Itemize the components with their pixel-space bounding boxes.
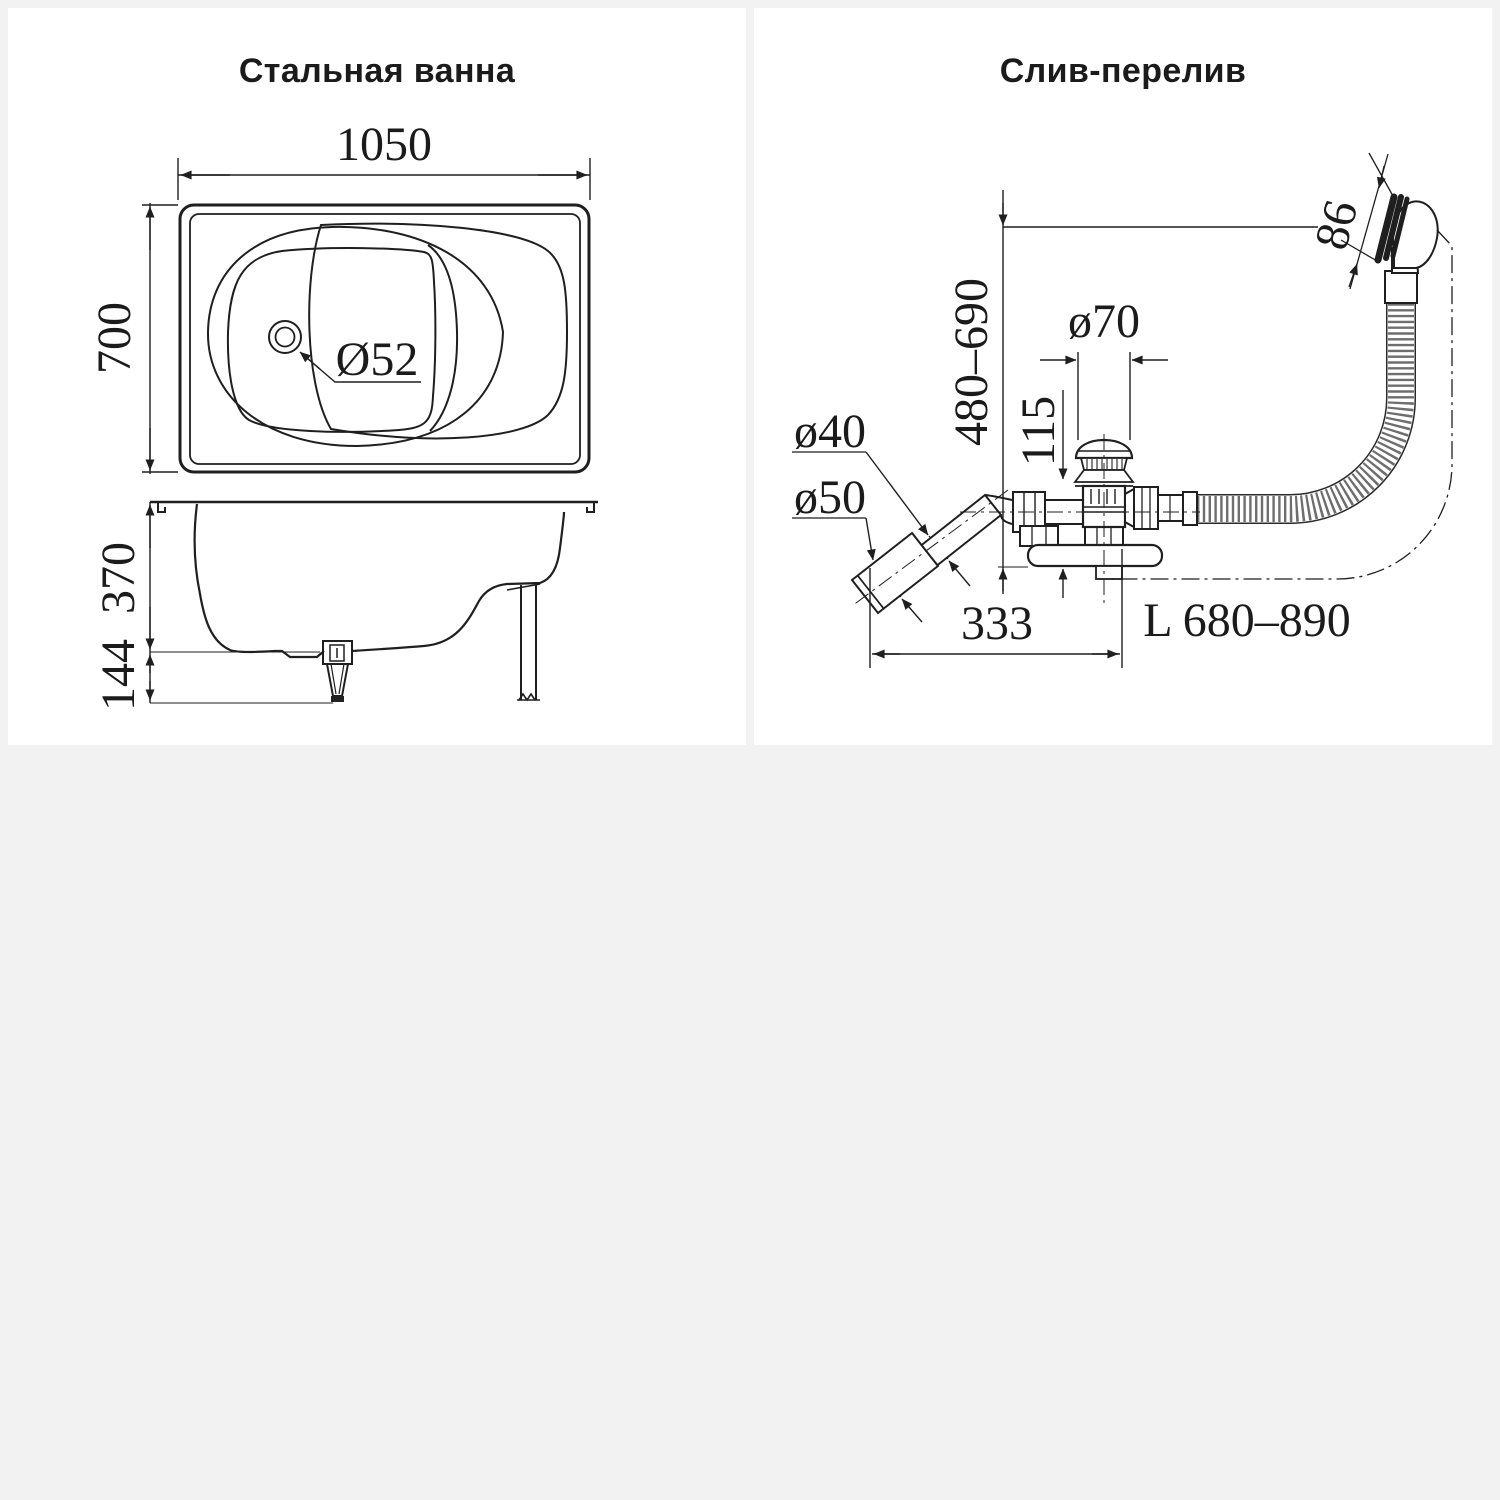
overflow-head-dimension xyxy=(1340,152,1394,290)
overflow-head xyxy=(1374,193,1439,304)
bathtub-line-drawing xyxy=(142,158,598,704)
height-range-label: 480–690 xyxy=(945,278,998,446)
flange-diameter-label: ø70 xyxy=(1068,295,1140,348)
drain-panel-title: Слив-перелив xyxy=(999,52,1247,90)
hose-extension-envelope xyxy=(1108,229,1453,580)
bathtub-width-label: 1050 xyxy=(336,118,432,171)
drain-dimensions xyxy=(792,190,1318,668)
drain-overflow-panel: Слив-перелив 86 480–690 ø70 115 ø40 ø50 … xyxy=(754,8,1492,745)
outlet-diameter-label: ø50 xyxy=(794,471,866,524)
horizontal-span-label: 333 xyxy=(961,597,1033,650)
bathtub-top-dimensions xyxy=(142,158,591,474)
bathtub-leg-label: 144 xyxy=(92,639,145,711)
bathtub-drain-label: Ø52 xyxy=(335,333,419,386)
bathtub-depth-label: 700 xyxy=(88,302,141,374)
corrugated-hose xyxy=(1197,303,1416,524)
pipe-diameter-label: ø40 xyxy=(794,405,866,458)
drain-overflow-line-drawing xyxy=(792,152,1453,668)
bathtub-height-label: 370 xyxy=(92,542,145,614)
bathtub-top-view xyxy=(178,203,591,474)
bathtub-panel-title: Стальная ванна xyxy=(238,52,516,90)
centerlines xyxy=(851,434,1200,607)
valve-offset-label: 115 xyxy=(1012,395,1065,467)
bathtub-side-view xyxy=(150,500,598,702)
bathtub-drawing-panel: Стальная ванна 1050 700 Ø52 370 144 xyxy=(8,8,746,745)
angled-outlet-pipe xyxy=(850,493,1013,615)
hose-length-label: L 680–890 xyxy=(1143,594,1351,647)
bathtub-side-dimensions xyxy=(145,502,333,704)
